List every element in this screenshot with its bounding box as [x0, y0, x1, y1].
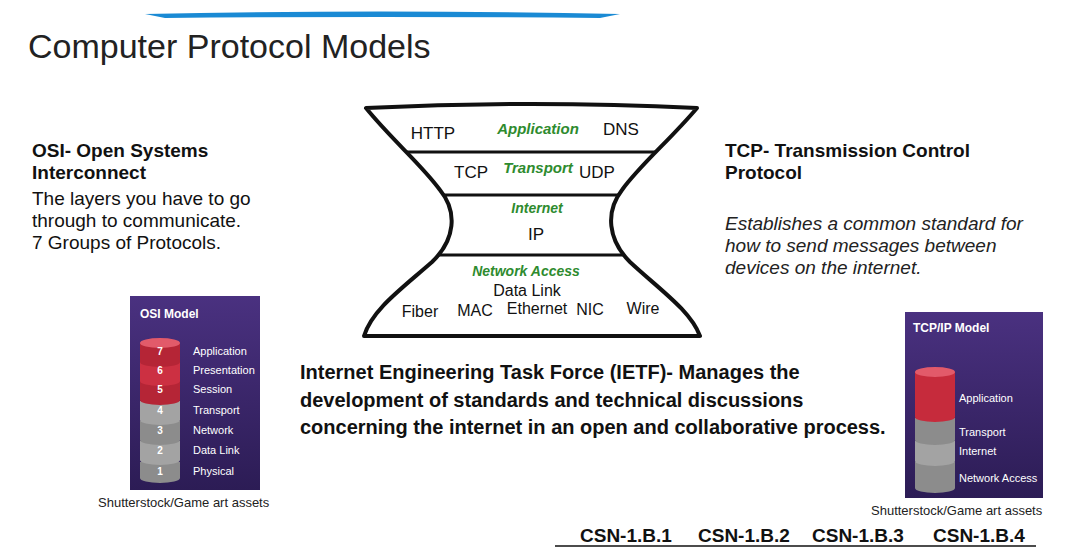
layer-name: Data Link: [193, 444, 239, 457]
layer-name: Presentation: [193, 364, 255, 377]
layer-name: Internet: [511, 200, 562, 216]
layer-number: 1: [157, 466, 163, 478]
protocol-name: IP: [528, 225, 544, 245]
application-band: HTTP Application DNS: [378, 110, 696, 152]
layer-name: Network Access: [959, 472, 1037, 485]
protocol-name: NIC: [576, 301, 604, 319]
layer-number: 7: [157, 346, 163, 358]
page-title: Computer Protocol Models: [28, 27, 431, 66]
layer-number: 6: [157, 365, 163, 377]
layer-name: Transport: [193, 404, 240, 417]
protocol-name: Fiber: [402, 303, 438, 321]
layer-name: Network Access: [472, 263, 580, 279]
description: Internet Engineering Task Force (IETF)- …: [300, 359, 895, 442]
layer-name: Application: [497, 120, 579, 137]
heading: OSI- Open Systems Interconnect: [32, 140, 262, 184]
internet-band: InternetIP: [448, 196, 614, 254]
tcpip-panel: [905, 312, 1043, 498]
hourglass-outline: [364, 104, 700, 336]
standard-code: CSN-1.B.3: [812, 525, 904, 547]
standard-code: CSN-1.B.4: [933, 525, 1025, 547]
panel-title: TCP/IP Model: [913, 322, 989, 336]
layer-number: 4: [157, 405, 163, 417]
osi-model-panel: OSI Model 7 Application 6 Presentation 5 Sessi…: [130, 296, 260, 490]
layer-name: Internet: [959, 445, 996, 458]
protocol-name: Wire: [627, 300, 660, 318]
osi-panel: [130, 296, 260, 490]
protocol-name: Ethernet: [507, 300, 567, 318]
heading: TCP- Transmission Control Protocol: [725, 140, 1025, 184]
layer-name: Network: [193, 424, 233, 437]
layer-name: Transport: [959, 426, 1006, 439]
protocol-name: UDP: [579, 163, 615, 183]
layer-number: 2: [157, 445, 163, 457]
image-credit: Shutterstock/Game art assets: [871, 504, 1042, 519]
protocol-name: MAC: [457, 302, 493, 320]
band-dividers: [360, 152, 705, 255]
protocol-name: HTTP: [411, 124, 455, 144]
layer-number: 5: [157, 384, 163, 396]
protocol-name: Data Link: [493, 282, 561, 300]
layer-number: 3: [157, 425, 163, 437]
protocol-name: DNS: [603, 120, 639, 140]
network-access-band: Network AccessData LinkFiber MAC Ethernet N…: [388, 256, 678, 334]
layer-name: Transport: [503, 159, 573, 176]
standard-code: CSN-1.B.2: [698, 525, 790, 547]
standard-code: CSN-1.B.1: [580, 525, 672, 547]
layer-name: Application: [193, 345, 247, 358]
layer-name: Session: [193, 383, 232, 396]
tcpip-model-panel: TCP/IP ModelApplicationTransportInternet…: [905, 312, 1043, 498]
image-credit: Shutterstock/Game art assets: [98, 496, 269, 511]
protocol-name: TCP: [454, 163, 488, 183]
panel-title: OSI Model: [140, 308, 199, 322]
layer-name: Physical: [193, 465, 234, 478]
description: Establishes a common standard for how to…: [725, 213, 1045, 279]
layer-name: Application: [959, 392, 1013, 405]
top-rule: [145, 12, 620, 19]
description: The layers you have to go through to com…: [32, 188, 254, 254]
transport-band: TCP Transport UDP: [418, 153, 644, 195]
